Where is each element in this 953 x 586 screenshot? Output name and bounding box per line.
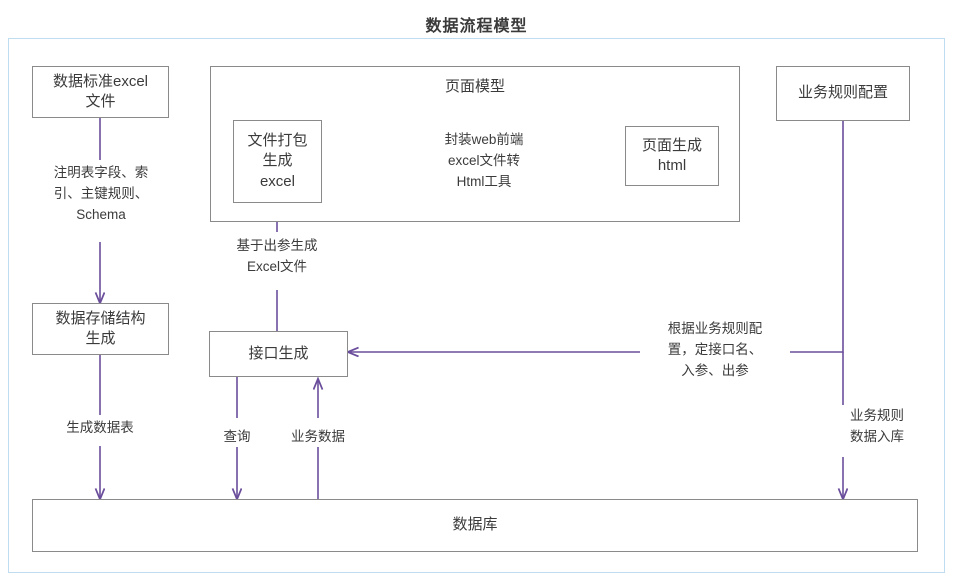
node-data-storage-structure[interactable]: 数据存储结构 生成 [32,303,169,355]
edge-label-business-rule-to-db: 业务规则 数据入库 [850,408,904,444]
page-model-group-title: 页面模型 [444,78,505,95]
edge-label-business-data: 业务数据 [291,429,345,444]
node-file-package-excel[interactable]: 文件打包 生成 excel [233,120,322,203]
edge-label-business-rule-interface: 根据业务规则配 置，定接口名、 入参、出参 [667,321,763,378]
page-title: 数据流程模型 [425,18,528,35]
node-data-standard-excel[interactable]: 数据标准excel 文件 [32,66,169,118]
node-database[interactable]: 数据库 [32,499,918,552]
edge-label-query: 查询 [223,429,251,444]
edge-label-generate-data-table: 生成数据表 [66,420,134,435]
edge-label-based-on-output-excel: 基于出参生成 Excel文件 [236,238,318,274]
edge-label-web-excel-to-html-tool: 封装web前端 excel文件转 Html工具 [444,132,524,189]
node-business-rule-config[interactable]: 业务规则配置 [776,66,910,121]
edge-label-schema-rules: 注明表字段、索 引、主键规则、 Schema [53,165,149,222]
node-interface-generate[interactable]: 接口生成 [209,331,348,377]
node-page-generate-html[interactable]: 页面生成 html [625,126,719,186]
